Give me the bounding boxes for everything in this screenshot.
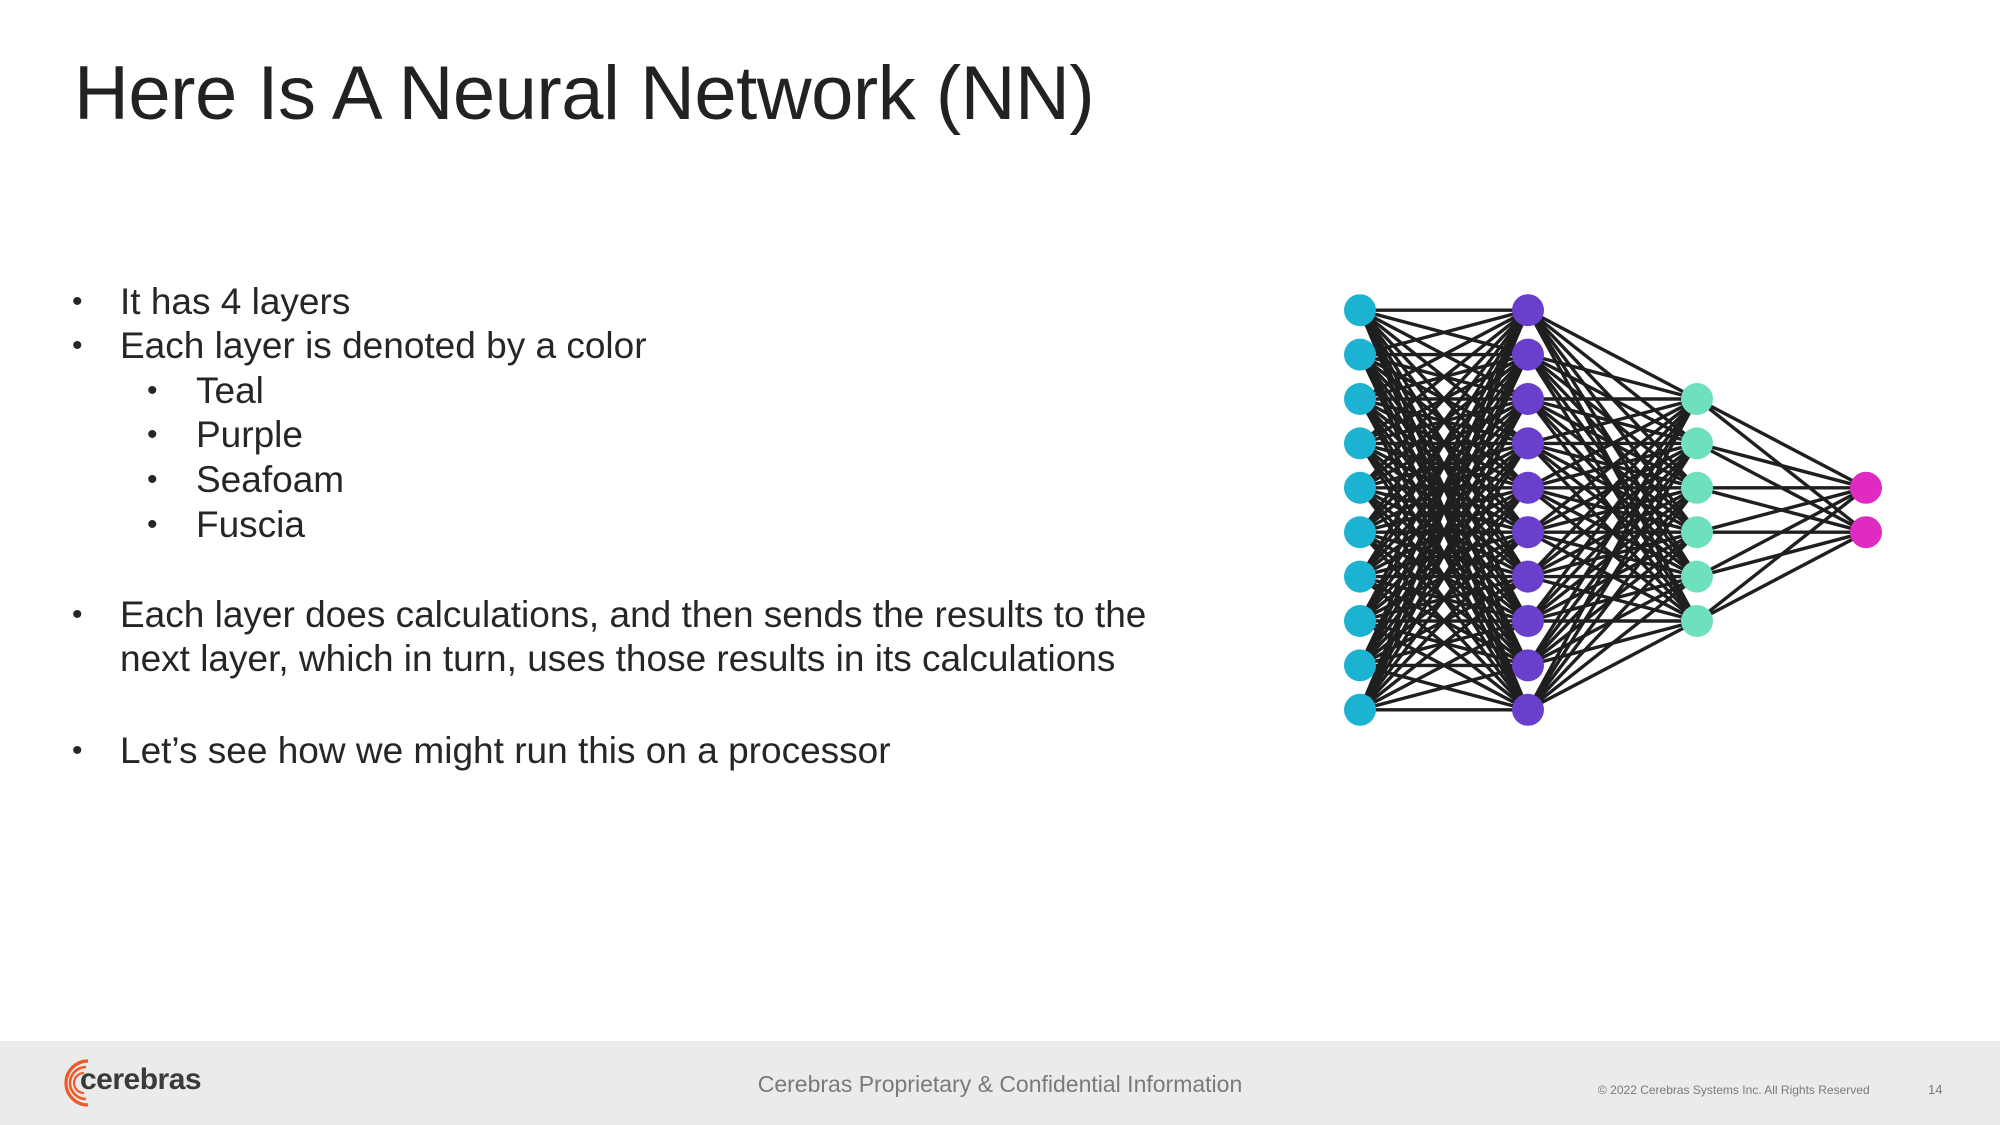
node-teal	[1344, 338, 1376, 371]
network-edge	[1696, 486, 1867, 579]
node-teal	[1344, 649, 1376, 682]
bullet-marker: •	[147, 418, 158, 451]
node-teal	[1344, 294, 1376, 327]
network-edge	[1358, 308, 1530, 445]
node-purple	[1512, 605, 1544, 637]
network-edge	[1358, 309, 1530, 534]
node-teal	[1344, 427, 1376, 460]
network-edge	[1359, 619, 1529, 712]
node-teal	[1344, 693, 1376, 726]
network-edge	[1358, 486, 1530, 711]
network-edge	[1358, 309, 1530, 711]
network-edge	[1358, 531, 1530, 711]
network-edge	[1358, 398, 1530, 711]
network-edge	[1527, 397, 1698, 490]
node-teal	[1344, 605, 1376, 637]
network-edge	[1526, 397, 1699, 623]
network-edge	[1526, 442, 1699, 711]
copyright-text: © 2022 Cerebras Systems Inc. All Rights …	[1598, 1083, 1870, 1097]
node-fuscia	[1850, 471, 1882, 504]
network-edge	[1358, 309, 1530, 622]
node-seafoam	[1681, 471, 1713, 504]
network-edge	[1358, 442, 1530, 711]
node-seafoam	[1681, 560, 1713, 593]
bullet-marker: •	[72, 285, 83, 318]
confidential-notice: Cerebras Proprietary & Confidential Info…	[757, 1071, 1243, 1097]
network-edge	[1526, 397, 1699, 578]
page-number: 14	[1928, 1082, 1943, 1097]
network-edge	[1358, 353, 1530, 711]
slide-title: Here Is A Neural Network (NN)	[74, 51, 1095, 136]
node-purple	[1512, 338, 1544, 371]
node-teal	[1344, 516, 1376, 549]
bullet-text: next layer, which in turn, uses those re…	[120, 638, 1116, 679]
node-teal	[1344, 560, 1376, 593]
node-fuscia	[1850, 516, 1882, 549]
node-teal	[1344, 471, 1376, 504]
node-teal	[1344, 383, 1376, 415]
bullet-marker: •	[147, 463, 158, 496]
node-seafoam	[1681, 383, 1713, 415]
network-edge	[1526, 398, 1699, 667]
bullet-text: Each layer is denoted by a color	[120, 325, 647, 366]
bullet-marker: •	[147, 374, 158, 407]
neural-network-diagram	[1344, 294, 1882, 726]
network-edge	[1696, 530, 1867, 623]
network-edge	[1358, 575, 1530, 712]
bullet-text: Teal	[196, 370, 264, 411]
node-purple	[1512, 516, 1544, 549]
network-edge	[1358, 309, 1530, 667]
network-edge	[1359, 308, 1529, 401]
bullet-text: Purple	[196, 414, 303, 455]
node-purple	[1512, 427, 1544, 460]
bullet-text: Let’s see how we might run this on a pro…	[120, 730, 891, 771]
node-purple	[1512, 383, 1544, 415]
network-edges	[1358, 308, 1868, 712]
bullet-marker: •	[72, 734, 83, 767]
bullet-text: It has 4 layers	[120, 281, 351, 322]
node-seafoam	[1681, 516, 1713, 549]
bullet-marker: •	[72, 598, 83, 631]
node-purple	[1512, 294, 1544, 327]
network-edge	[1526, 531, 1699, 711]
cerebras-logo-icon	[64, 1059, 89, 1107]
network-edge	[1526, 398, 1699, 711]
network-edge	[1696, 397, 1867, 490]
network-edge	[1358, 309, 1530, 578]
network-edge	[1527, 352, 1698, 401]
network-edge	[1696, 486, 1867, 534]
network-edge	[1526, 486, 1699, 711]
node-purple	[1512, 649, 1544, 682]
bullet-marker: •	[147, 508, 158, 541]
node-purple	[1512, 471, 1544, 504]
bullet-text: Each layer does calculations, and then s…	[120, 594, 1147, 635]
node-seafoam	[1681, 605, 1713, 637]
network-edge	[1358, 309, 1530, 489]
bullet-text: Seafoam	[196, 459, 345, 500]
network-edge	[1527, 308, 1698, 401]
bullet-marker: •	[72, 329, 83, 362]
node-purple	[1512, 560, 1544, 593]
network-edge	[1359, 663, 1529, 712]
network-edge	[1696, 441, 1867, 490]
logo-wordmark: cerebras	[80, 1063, 202, 1096]
network-edge	[1527, 619, 1698, 712]
network-edge	[1359, 308, 1529, 357]
network-edge	[1526, 575, 1699, 712]
node-seafoam	[1681, 427, 1713, 460]
footer: cerebras Cerebras Proprietary & Confiden…	[0, 1041, 2000, 1125]
network-edge	[1695, 486, 1868, 623]
network-edge	[1526, 397, 1699, 534]
network-nodes	[1344, 294, 1882, 726]
node-purple	[1512, 693, 1544, 726]
network-edge	[1527, 397, 1698, 446]
bullet-text: Fuscia	[196, 504, 305, 545]
